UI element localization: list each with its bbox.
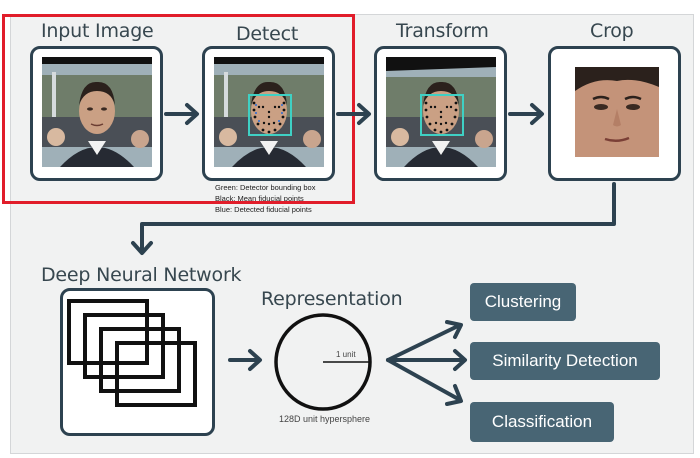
representation-title: Representation (261, 288, 403, 310)
cropped-face-image (575, 67, 659, 157)
transform-face-photo (386, 57, 496, 167)
detect-face-photo (214, 57, 324, 167)
legend-black: Black: Mean fiducial points (215, 194, 304, 203)
radius-label: 1 unit (336, 350, 356, 359)
detect-card (202, 46, 335, 181)
network-title: Deep Neural Network (41, 264, 242, 286)
hypersphere-icon (274, 313, 372, 411)
stage-title-detect: Detect (236, 23, 299, 45)
input-face-photo (42, 57, 152, 167)
highlight-box (2, 14, 355, 204)
output-similarity-detection: Similarity Detection (470, 342, 660, 380)
arrow-to-classification (386, 358, 462, 402)
detected-face-image (214, 57, 324, 167)
stage-title-input: Input Image (41, 20, 154, 42)
legend-blue: Blue: Detected fiducial points (215, 205, 312, 214)
stacked-layers-icon (67, 299, 197, 407)
stage-title-transform: Transform (396, 20, 489, 42)
crop-card (548, 46, 681, 181)
aligned-face-image (386, 57, 496, 167)
arrow-to-clustering (386, 323, 462, 362)
output-clustering: Clustering (470, 283, 576, 321)
output-classification: Classification (470, 402, 614, 442)
input-image-card (30, 46, 163, 181)
network-card (60, 288, 215, 436)
cropped-face-photo (575, 67, 659, 157)
legend-green: Green: Detector bounding box (215, 183, 316, 192)
arrow-crop-network (140, 182, 616, 254)
transform-card (374, 46, 507, 181)
hypersphere-caption: 128D unit hypersphere (279, 414, 371, 424)
face-photo-image (42, 57, 152, 167)
stage-title-crop: Crop (590, 20, 634, 42)
